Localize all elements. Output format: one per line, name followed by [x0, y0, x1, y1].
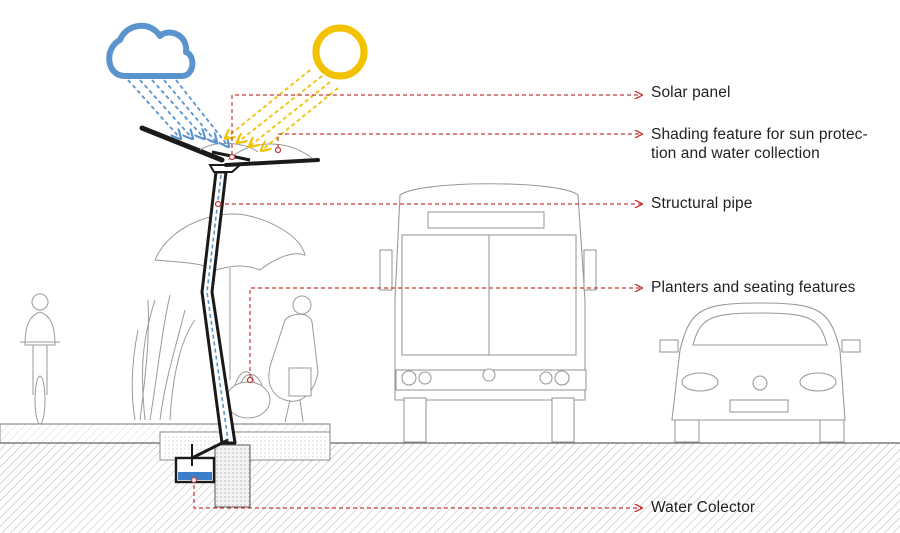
- sun-icon: [312, 24, 368, 80]
- car-sketch: [659, 302, 861, 443]
- cyclist-sketch: [20, 293, 60, 425]
- pedestrian-sketch: [268, 295, 319, 423]
- label-shading-feature: Shading feature for sun protec- tion and…: [651, 125, 868, 163]
- ground-section: [0, 423, 900, 533]
- label-planters: Planters and seating features: [651, 278, 856, 297]
- structural-pipe: [191, 164, 243, 460]
- cloud-icon: [106, 23, 196, 79]
- label-planters-text: Planters and seating features: [651, 279, 856, 296]
- shading-canopy: [139, 125, 320, 167]
- label-structural-pipe: Structural pipe: [651, 194, 752, 213]
- label-leaders: [193, 95, 642, 508]
- rain-arrows: [127, 79, 228, 146]
- planter-sketch: [131, 213, 306, 421]
- sun-rays: [226, 69, 339, 150]
- label-solar-panel: Solar panel: [651, 83, 731, 102]
- label-solar-panel-text: Solar panel: [651, 84, 731, 101]
- label-shading-line-2: tion and water collection: [651, 145, 820, 162]
- bus-sketch: [379, 183, 597, 443]
- label-water-collector-text: Water Colector: [651, 499, 756, 516]
- leader-dots: [190, 146, 282, 484]
- label-structural-pipe-text: Structural pipe: [651, 195, 753, 212]
- label-water-collector: Water Colector: [651, 498, 755, 517]
- label-shading-line-1: Shading feature for sun protec-: [651, 126, 868, 143]
